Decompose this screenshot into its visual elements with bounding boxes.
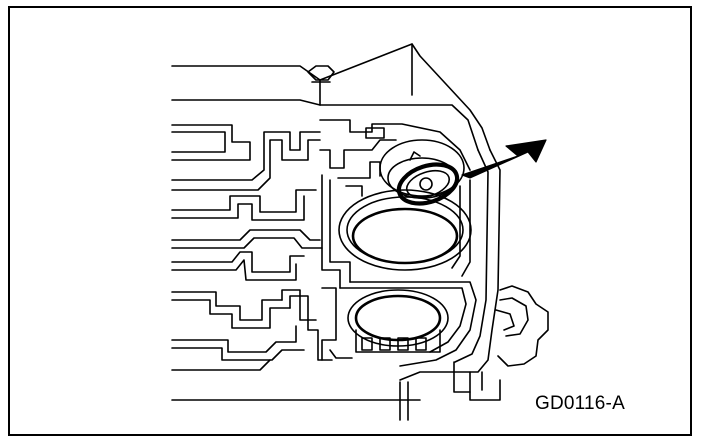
figure-border [8, 6, 692, 436]
upper-bore [338, 189, 472, 271]
lower-bore [347, 289, 449, 353]
side-bracket [495, 285, 549, 367]
bolt-head-icon [307, 65, 335, 83]
valve-body-channels [171, 124, 333, 361]
lower-fittings [399, 361, 501, 421]
seal-ring-icon [379, 139, 465, 206]
central-channels [319, 119, 477, 367]
figure-code: GD0116-A [535, 393, 625, 414]
arrow-icon [461, 139, 547, 179]
